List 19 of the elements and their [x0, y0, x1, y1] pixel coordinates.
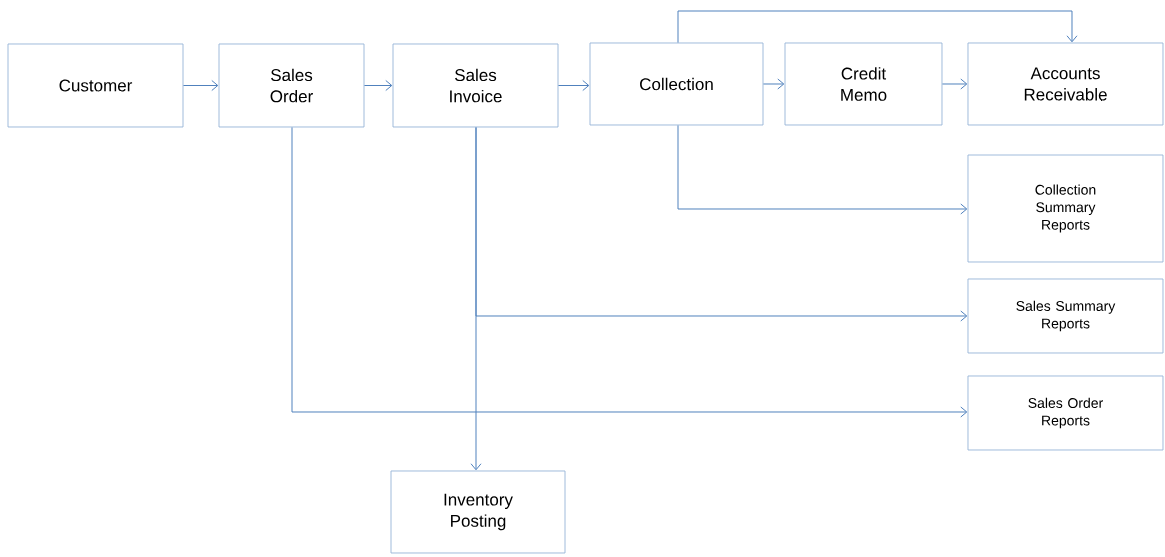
arrow — [182, 80, 219, 91]
process-box: Customer — [7, 43, 184, 128]
process-box: Sales Invoice — [392, 43, 559, 128]
arrow — [557, 80, 590, 91]
process-box: Credit Memo — [784, 42, 943, 126]
process-box: Sales Summary Reports — [967, 278, 1164, 354]
process-box: Accounts Receivable — [967, 42, 1164, 126]
process-box: Collection — [589, 42, 764, 126]
process-box: Inventory Posting — [390, 470, 566, 554]
process-box: Sales Order — [218, 43, 365, 128]
arrow — [470, 126, 482, 471]
arrow — [677, 10, 1078, 44]
arrow — [291, 126, 968, 418]
process-box: Collection Summary Reports — [967, 154, 1164, 263]
arrow — [363, 80, 393, 91]
arrow — [677, 124, 968, 215]
process-box: Sales Order Reports — [967, 375, 1164, 451]
arrow — [941, 78, 968, 90]
arrow — [762, 78, 785, 90]
